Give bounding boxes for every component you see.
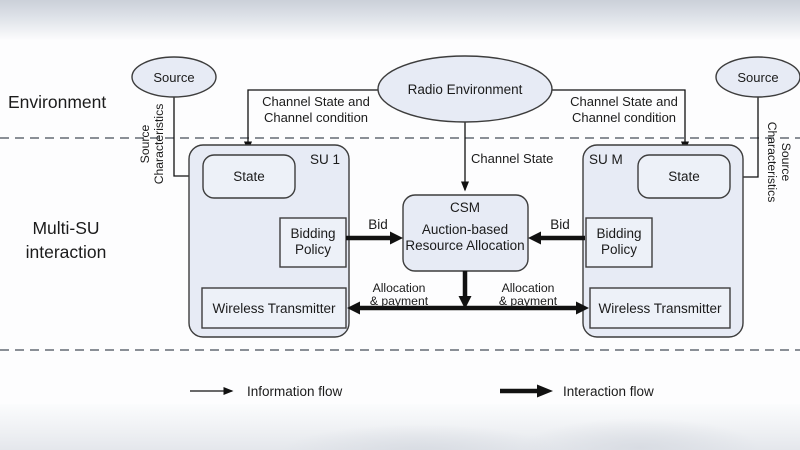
channel-right-label-line2: Channel condition bbox=[572, 110, 676, 125]
csm-label-line2: Resource Allocation bbox=[405, 238, 524, 253]
legend-information-flow-label: Information flow bbox=[247, 384, 343, 399]
alloc-right-label-line1: Allocation bbox=[502, 281, 555, 295]
su1-bidding-label-line2: Policy bbox=[295, 242, 331, 257]
legend-interaction-flow-label: Interaction flow bbox=[563, 384, 654, 399]
channel-left-label-line2: Channel condition bbox=[264, 110, 368, 125]
alloc-left-label-line2: & payment bbox=[370, 294, 429, 308]
environment-section-label: Environment bbox=[8, 92, 106, 112]
top-letterbox-band bbox=[0, 0, 800, 40]
bottom-shadow-blob bbox=[280, 424, 560, 450]
su1-wireless-transmitter-box bbox=[201, 287, 347, 329]
su1-bidding-label-line1: Bidding bbox=[290, 226, 335, 241]
channel-left-to-su1-arrow bbox=[244, 89, 379, 152]
legend-interaction-flow-arrowhead bbox=[537, 384, 553, 398]
alloc-right-label-line2: & payment bbox=[499, 294, 558, 308]
source-right-label: Source bbox=[737, 70, 778, 85]
su1-transmitter-label: Wireless Transmitter bbox=[212, 301, 336, 316]
source-characteristics-right-line2: Characteristics bbox=[765, 122, 779, 203]
su1-state-label: State bbox=[233, 169, 265, 184]
sum-wireless-transmitter-box bbox=[589, 287, 731, 329]
channel-right-label-line1: Channel State and bbox=[570, 94, 678, 109]
multi-su-label-line1: Multi-SU bbox=[32, 218, 99, 238]
interaction-flow-arrows bbox=[346, 231, 589, 315]
sum-transmitter-label: Wireless Transmitter bbox=[598, 301, 722, 316]
csm-title: CSM bbox=[450, 200, 480, 215]
bottom-shadow-blob bbox=[520, 418, 760, 450]
allocation-down-arrowhead bbox=[458, 296, 472, 309]
su1-state-box bbox=[202, 154, 296, 199]
sum-state-label: State bbox=[668, 169, 700, 184]
bid-left-arrowhead bbox=[390, 231, 403, 245]
radio-environment-label: Radio Environment bbox=[408, 82, 523, 97]
source-characteristics-left-label: Source Characteristics bbox=[138, 104, 166, 185]
source-characteristics-right-line1: Source bbox=[779, 143, 793, 182]
sum-label: SU M bbox=[589, 152, 623, 167]
bid-right-arrowhead bbox=[528, 231, 541, 245]
source-characteristics-right-label: Source Characteristics bbox=[765, 122, 793, 203]
sum-bidding-label-line1: Bidding bbox=[596, 226, 641, 241]
multi-su-label-line2: interaction bbox=[26, 242, 107, 262]
legend: Information flow Interaction flow bbox=[190, 384, 654, 399]
bid-left-label: Bid bbox=[368, 217, 388, 232]
bid-right-label: Bid bbox=[550, 217, 570, 232]
csm-label-line1: Auction-based bbox=[422, 222, 508, 237]
su1-label: SU 1 bbox=[310, 152, 340, 167]
sum-state-box bbox=[637, 154, 731, 199]
channel-state-center-label: Channel State bbox=[471, 151, 553, 166]
alloc-left-label-line1: Allocation bbox=[373, 281, 426, 295]
radio-environment-ellipse bbox=[377, 55, 553, 123]
source-characteristics-left-line1: Source bbox=[138, 124, 152, 163]
source-right-ellipse bbox=[715, 56, 800, 98]
channel-right-to-sum-arrow bbox=[552, 89, 689, 152]
source-left-ellipse bbox=[131, 56, 217, 98]
sum-bidding-label-line2: Policy bbox=[601, 242, 637, 257]
sum-bidding-policy-box bbox=[585, 217, 653, 268]
source-characteristics-left-line2: Characteristics bbox=[152, 104, 166, 185]
channel-left-label-line1: Channel State and bbox=[262, 94, 370, 109]
source-left-label: Source bbox=[153, 70, 194, 85]
su1-bidding-policy-box bbox=[279, 217, 347, 268]
allocation-right-arrowhead bbox=[576, 301, 589, 315]
allocation-left-arrowhead bbox=[347, 301, 360, 315]
